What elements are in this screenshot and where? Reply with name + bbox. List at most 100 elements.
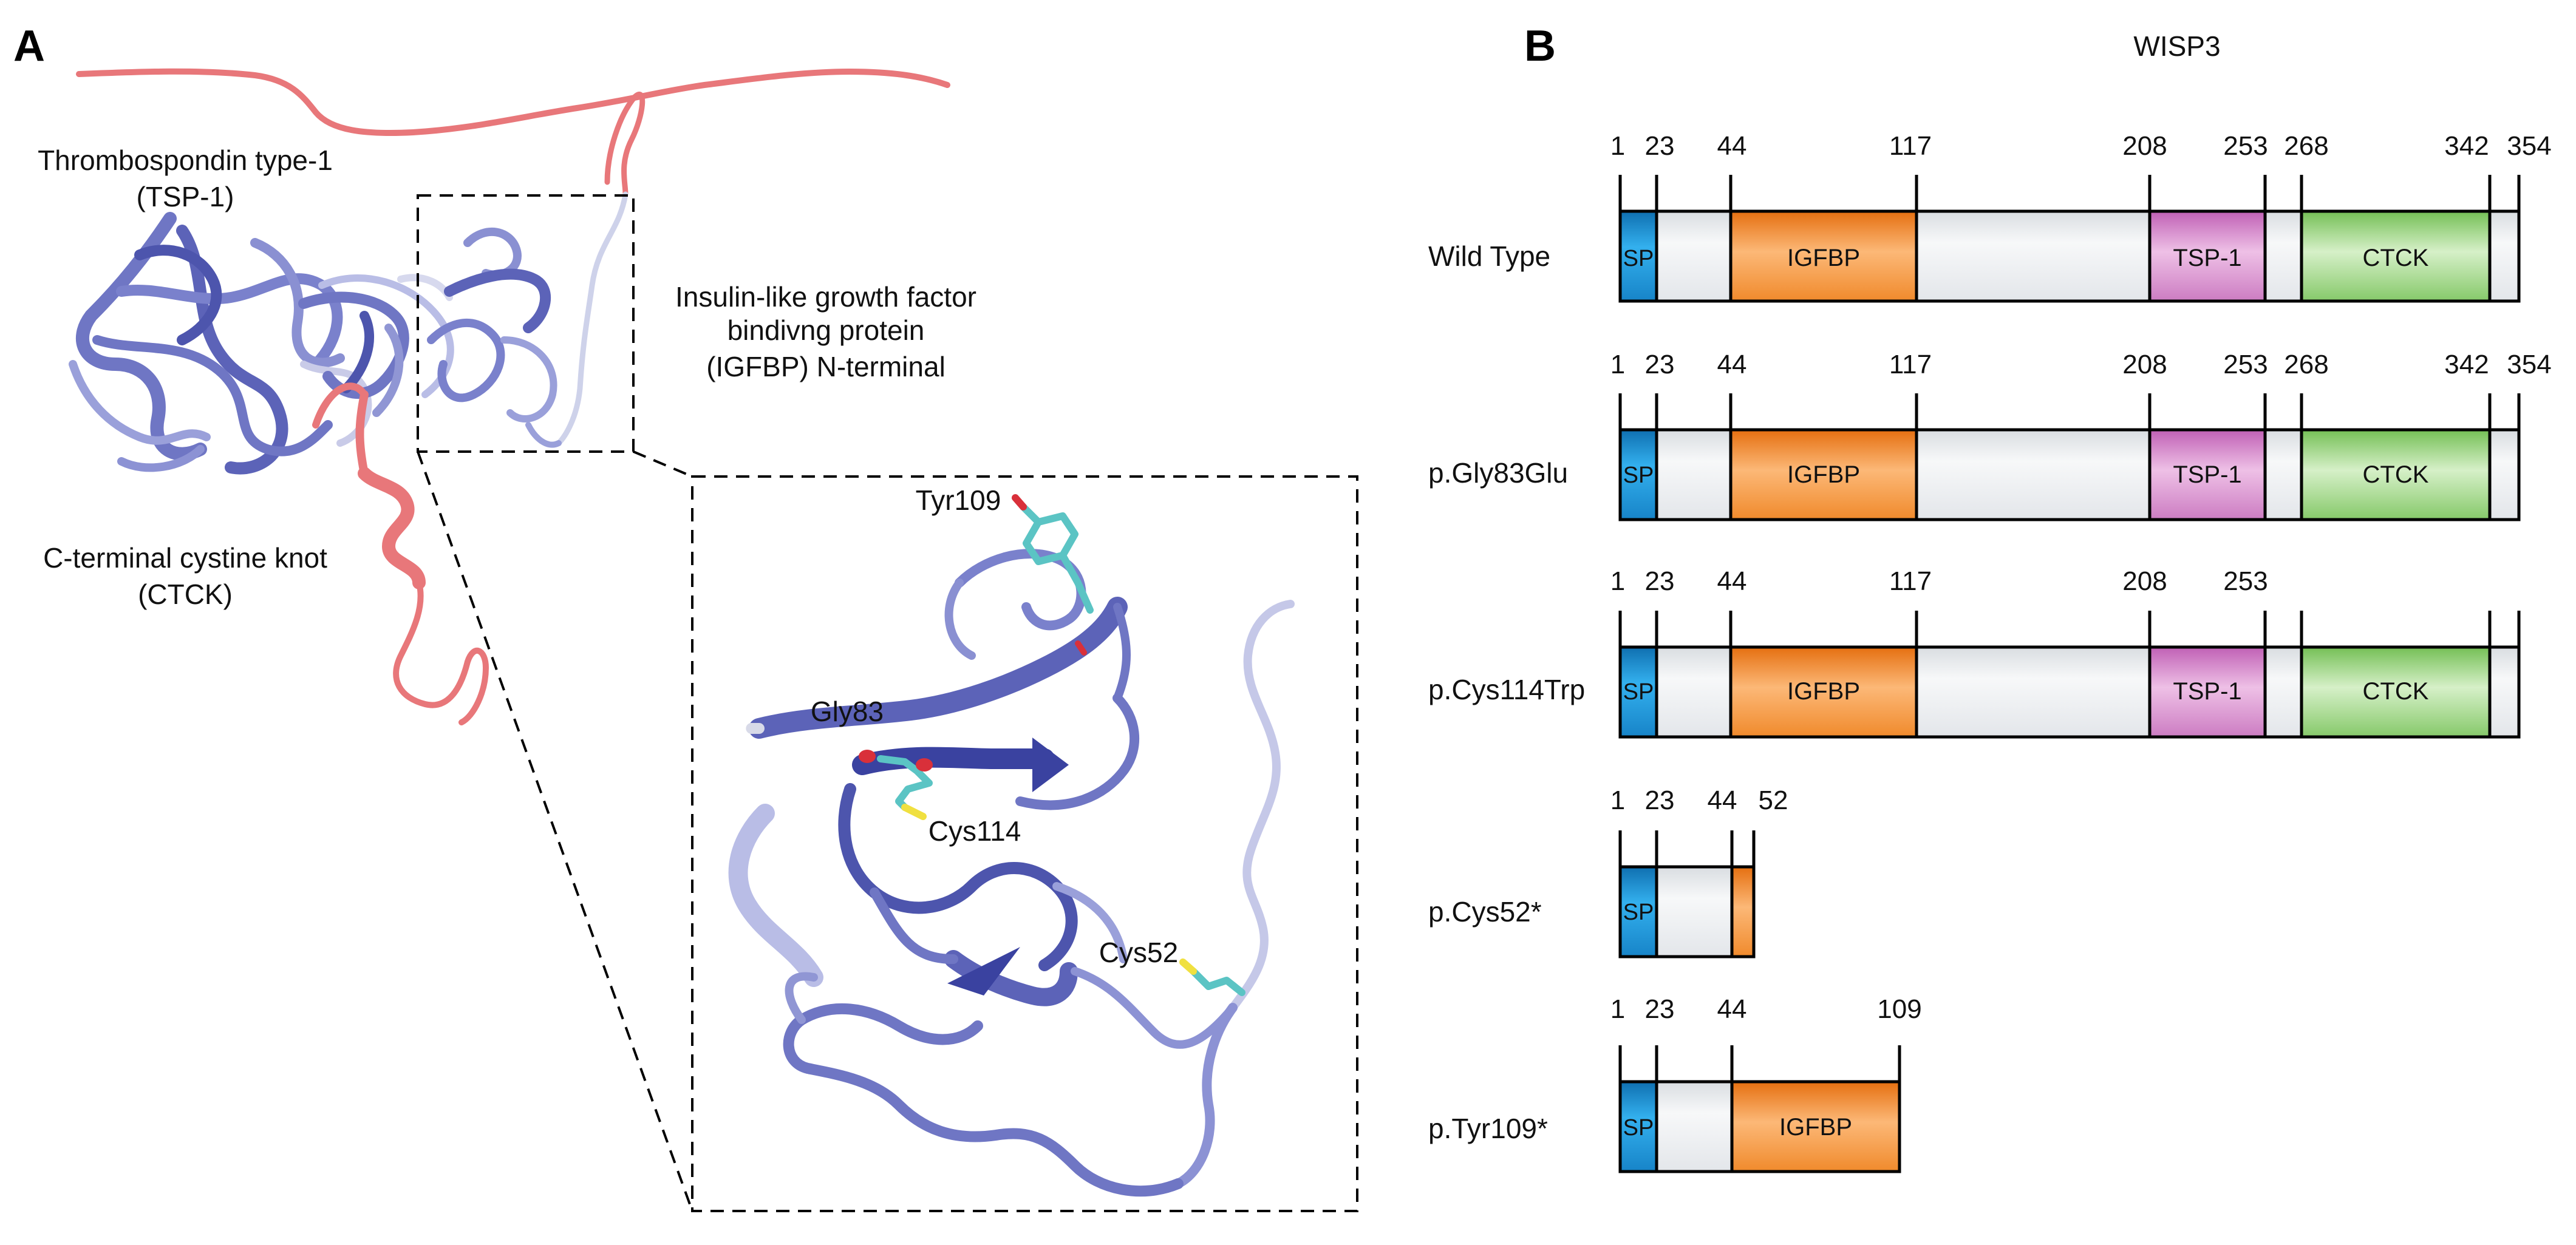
- tick-label: 253: [2223, 350, 2268, 379]
- segment-label-sp: SP: [1623, 900, 1654, 925]
- tick-label: 342: [2444, 350, 2489, 379]
- segment-label-igfbp: IGFBP: [1787, 678, 1860, 705]
- segment-igfbp: [1732, 867, 1754, 957]
- segment-igfbp: [1731, 430, 1917, 520]
- tick-label: 44: [1717, 566, 1747, 596]
- row-label: p.Tyr109*: [1428, 1113, 1548, 1144]
- loop-right-red: [604, 91, 646, 197]
- tick-label: 1: [1610, 994, 1625, 1024]
- igfbp-label-line1: Insulin-like growth factor: [675, 281, 976, 313]
- tick-label: 23: [1645, 994, 1675, 1024]
- tick-label: 354: [2507, 131, 2551, 161]
- segment-igfbp: [1731, 647, 1917, 737]
- segment-ctck: [2302, 647, 2490, 737]
- row-label: p.Gly83Glu: [1428, 457, 1568, 489]
- segment-igfbp: [1731, 211, 1917, 301]
- tick-label: 253: [2223, 566, 2268, 596]
- residue-label-tyr109: Tyr109: [916, 484, 1001, 516]
- ctck-label-line2: (CTCK): [138, 578, 233, 610]
- tick-label: 44: [1717, 131, 1747, 161]
- segment-tsp1: [2150, 211, 2265, 301]
- segment-label-igfbp: IGFBP: [1779, 1114, 1852, 1141]
- tsp-label-line2: (TSP-1): [137, 181, 234, 212]
- segment-label-sp: SP: [1623, 463, 1654, 488]
- segment-ctck: [2302, 211, 2490, 301]
- segment-label-ctck: CTCK: [2363, 461, 2429, 488]
- zoom-connector-left: [417, 451, 693, 1212]
- igfbp-label-line3: (IGFBP) N-terminal: [706, 351, 946, 382]
- row-wild-type: Wild Type SP IGFBP TSP-1 CTCK 1 23 44: [1428, 131, 2552, 303]
- segment-igfbp: [1732, 1082, 1900, 1172]
- segment-label-igfbp: IGFBP: [1787, 245, 1860, 271]
- tick-label: 342: [2444, 131, 2489, 161]
- tick-label: 268: [2284, 131, 2328, 161]
- residue-sticks: [859, 494, 1245, 996]
- tick-label: 23: [1645, 785, 1675, 815]
- tick-label: 23: [1645, 566, 1675, 596]
- segment-label-ctck: CTCK: [2363, 678, 2429, 705]
- igfbp-label-line2: bindivng protein: [727, 314, 925, 346]
- row-cys114trp: p.Cys114Trp SP IGFBP TSP-1 CTCK 1 23 44: [1428, 566, 2521, 739]
- tick-label: 1: [1610, 350, 1625, 379]
- tick-label: 109: [1877, 994, 1921, 1024]
- panel-a-letter: A: [13, 22, 45, 70]
- residue-label-cys52: Cys52: [1099, 937, 1178, 968]
- tick-label: 354: [2507, 350, 2551, 379]
- row-tyr109-stop: p.Tyr109* SP IGFBP 1 23 44 109: [1428, 994, 1922, 1173]
- panel-b-letter: B: [1524, 22, 1556, 70]
- segment-ctck: [2302, 430, 2490, 520]
- ctck-label-line1: C-terminal cystine knot: [43, 542, 327, 574]
- tick-label: 117: [1889, 131, 1932, 161]
- segment-sp: [1620, 1082, 1657, 1172]
- tick-label: 208: [2122, 566, 2167, 596]
- row-label: p.Cys52*: [1428, 896, 1542, 928]
- tsp-domain-ribbon: [69, 212, 454, 475]
- tsp-label-line1: Thrombospondin type-1: [38, 144, 333, 176]
- tick-label: 44: [1717, 994, 1747, 1024]
- segment-sp: [1620, 867, 1657, 957]
- tick-label: 52: [1759, 785, 1788, 815]
- tick-label: 117: [1889, 566, 1932, 596]
- loop-connector-white: [556, 191, 629, 446]
- tick-label: 208: [2122, 131, 2167, 161]
- tick-label: 1: [1610, 785, 1625, 815]
- segment-sp: [1620, 211, 1657, 301]
- zoom-connector-right: [633, 450, 693, 478]
- tick-label: 1: [1610, 131, 1625, 161]
- tick-label: 208: [2122, 350, 2167, 379]
- zoom-box: [691, 475, 1358, 1212]
- tick-label: 44: [1708, 785, 1737, 815]
- segment-label-sp: SP: [1623, 1115, 1654, 1141]
- segment-sp: [1620, 430, 1657, 520]
- segment-label-tsp1: TSP-1: [2173, 461, 2241, 488]
- tick-label: 253: [2223, 131, 2268, 161]
- igfbp-domain-ribbon-small: [427, 228, 562, 448]
- tick-label: 44: [1717, 350, 1747, 379]
- ctck-ribbon: [312, 382, 489, 725]
- residue-label-gly83: Gly83: [811, 696, 884, 727]
- segment-label-igfbp: IGFBP: [1787, 461, 1860, 488]
- tick-label: 1: [1610, 566, 1625, 596]
- segment-tsp1: [2150, 430, 2265, 520]
- row-label: Wild Type: [1428, 240, 1550, 272]
- tick-label: 23: [1645, 131, 1675, 161]
- segment-label-tsp1: TSP-1: [2173, 245, 2241, 271]
- segment-label-ctck: CTCK: [2363, 245, 2429, 271]
- residue-label-cys114: Cys114: [929, 815, 1021, 847]
- row-cys52-stop: p.Cys52* SP 1 23 44 52: [1428, 785, 1788, 958]
- segment-tsp1: [2150, 647, 2265, 737]
- loop-top-red: [76, 68, 950, 137]
- row-label: p.Cys114Trp: [1428, 674, 1585, 705]
- segment-sp: [1620, 647, 1657, 737]
- selection-box-small: [417, 194, 635, 453]
- panel-a-structure: A: [13, 22, 1358, 1212]
- segment-label-tsp1: TSP-1: [2173, 678, 2241, 705]
- tick-label: 268: [2284, 350, 2328, 379]
- row-gly83glu: p.Gly83Glu SP IGFBP TSP-1 CTCK 1 23 44: [1428, 350, 2552, 521]
- panel-b-title: WISP3: [2133, 30, 2220, 62]
- panel-b-domain-map: B WISP3 Wild Type SP IGFBP TSP-1 CTCK 1: [1428, 22, 2552, 1173]
- tick-label: 117: [1889, 350, 1932, 379]
- segment-label-sp: SP: [1623, 679, 1654, 705]
- tick-label: 23: [1645, 350, 1675, 379]
